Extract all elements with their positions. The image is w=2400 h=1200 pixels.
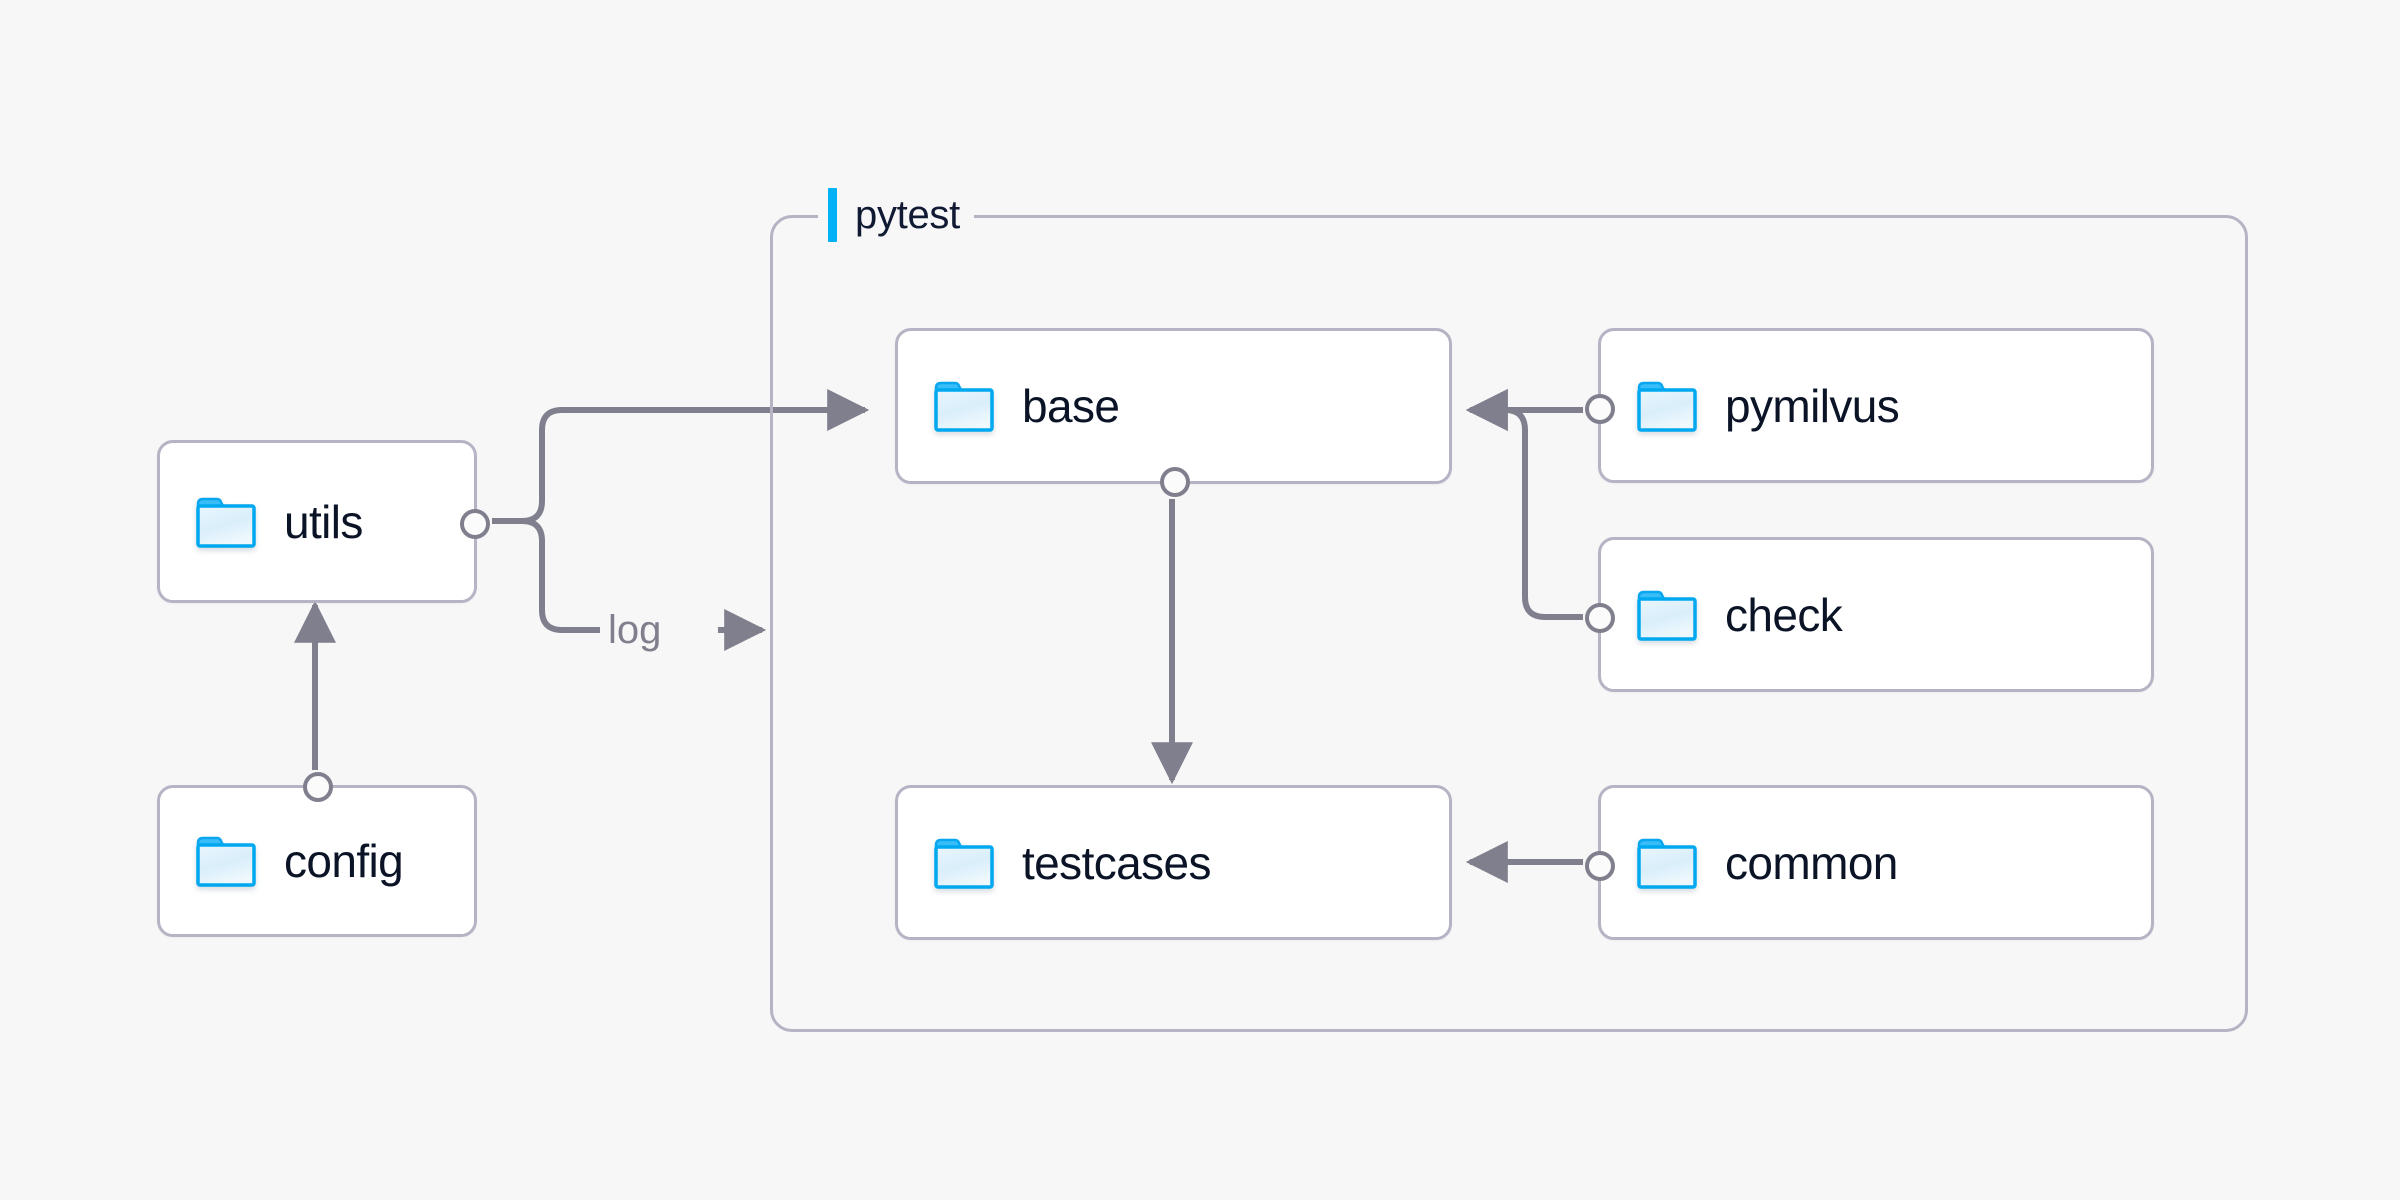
folder-icon — [1637, 837, 1697, 889]
edge-label-log: log — [600, 608, 670, 652]
node-pymilvus[interactable]: pymilvus — [1585, 328, 2154, 483]
node-label: base — [1022, 380, 1120, 432]
folder-icon — [1637, 589, 1697, 641]
node-label: utils — [284, 495, 363, 548]
folder-icon — [196, 496, 256, 548]
node-check[interactable]: check — [1585, 537, 2154, 692]
node-utils[interactable]: utils — [157, 440, 490, 603]
node-port-left[interactable] — [1585, 394, 1615, 424]
folder-icon — [934, 837, 994, 889]
node-port-left[interactable] — [1585, 603, 1615, 633]
folder-icon — [934, 380, 994, 432]
node-label: common — [1725, 836, 1898, 889]
folder-icon — [196, 835, 256, 887]
group-pytest[interactable] — [770, 215, 2248, 1032]
node-common[interactable]: common — [1585, 785, 2154, 940]
node-label: check — [1725, 588, 1843, 641]
node-config[interactable]: config — [157, 772, 477, 937]
group-accent-bar — [828, 188, 837, 242]
node-label: pymilvus — [1725, 379, 1900, 432]
node-testcases[interactable]: testcases — [895, 785, 1452, 940]
node-port-top[interactable] — [303, 772, 333, 802]
node-label: testcases — [1022, 836, 1212, 889]
node-port-right[interactable] — [460, 509, 490, 539]
group-pytest-label: pytest — [818, 188, 974, 242]
group-title: pytest — [855, 193, 960, 237]
node-base[interactable]: base — [895, 328, 1452, 497]
folder-icon — [1637, 380, 1697, 432]
node-port-bottom[interactable] — [1160, 467, 1190, 497]
node-label: config — [284, 835, 404, 887]
node-port-left[interactable] — [1585, 851, 1615, 881]
